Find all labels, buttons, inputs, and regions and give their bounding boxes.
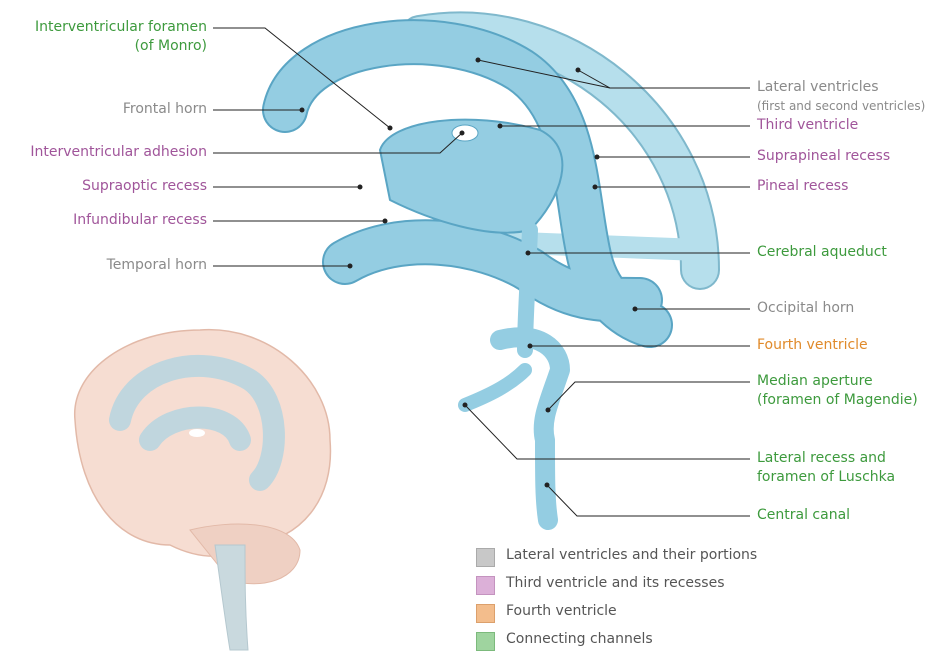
label-third-ventricle: Third ventricle [757,117,859,133]
label-cerebral-aqueduct: Cerebral aqueduct [757,244,887,260]
label-frontal-horn: Frontal horn [122,101,207,117]
label-infundibular-recess: Infundibular recess [73,212,207,228]
label-pineal-recess: Pineal recess [757,178,849,194]
ventricles-illustration [262,11,720,530]
label-suprapineal-recess: Suprapineal recess [757,148,891,164]
label-occipital-horn: Occipital horn [757,300,855,316]
brain-illustration [74,329,332,651]
label-central-canal: Central canal [757,507,851,523]
legend-swatch [476,604,495,623]
label-median-aperture: Median aperture(foramen of Magendie) [757,373,918,408]
legend-swatch [476,576,495,595]
label-interventricular-foramen: Interventricular foramen(of Monro) [35,19,207,54]
label-lateral-ventricles: Lateral ventricles(first and second vent… [757,79,926,113]
legend-swatch [476,548,495,567]
label-fourth-ventricle: Fourth ventricle [757,337,868,353]
leader-dots [299,57,638,488]
label-interventricular-adhesion: Interventricular adhesion [30,144,207,160]
legend-swatch [476,632,495,651]
leader-lines [213,27,750,517]
label-temporal-horn: Temporal horn [106,257,207,273]
label-supraoptic-recess: Supraoptic recess [82,178,207,194]
